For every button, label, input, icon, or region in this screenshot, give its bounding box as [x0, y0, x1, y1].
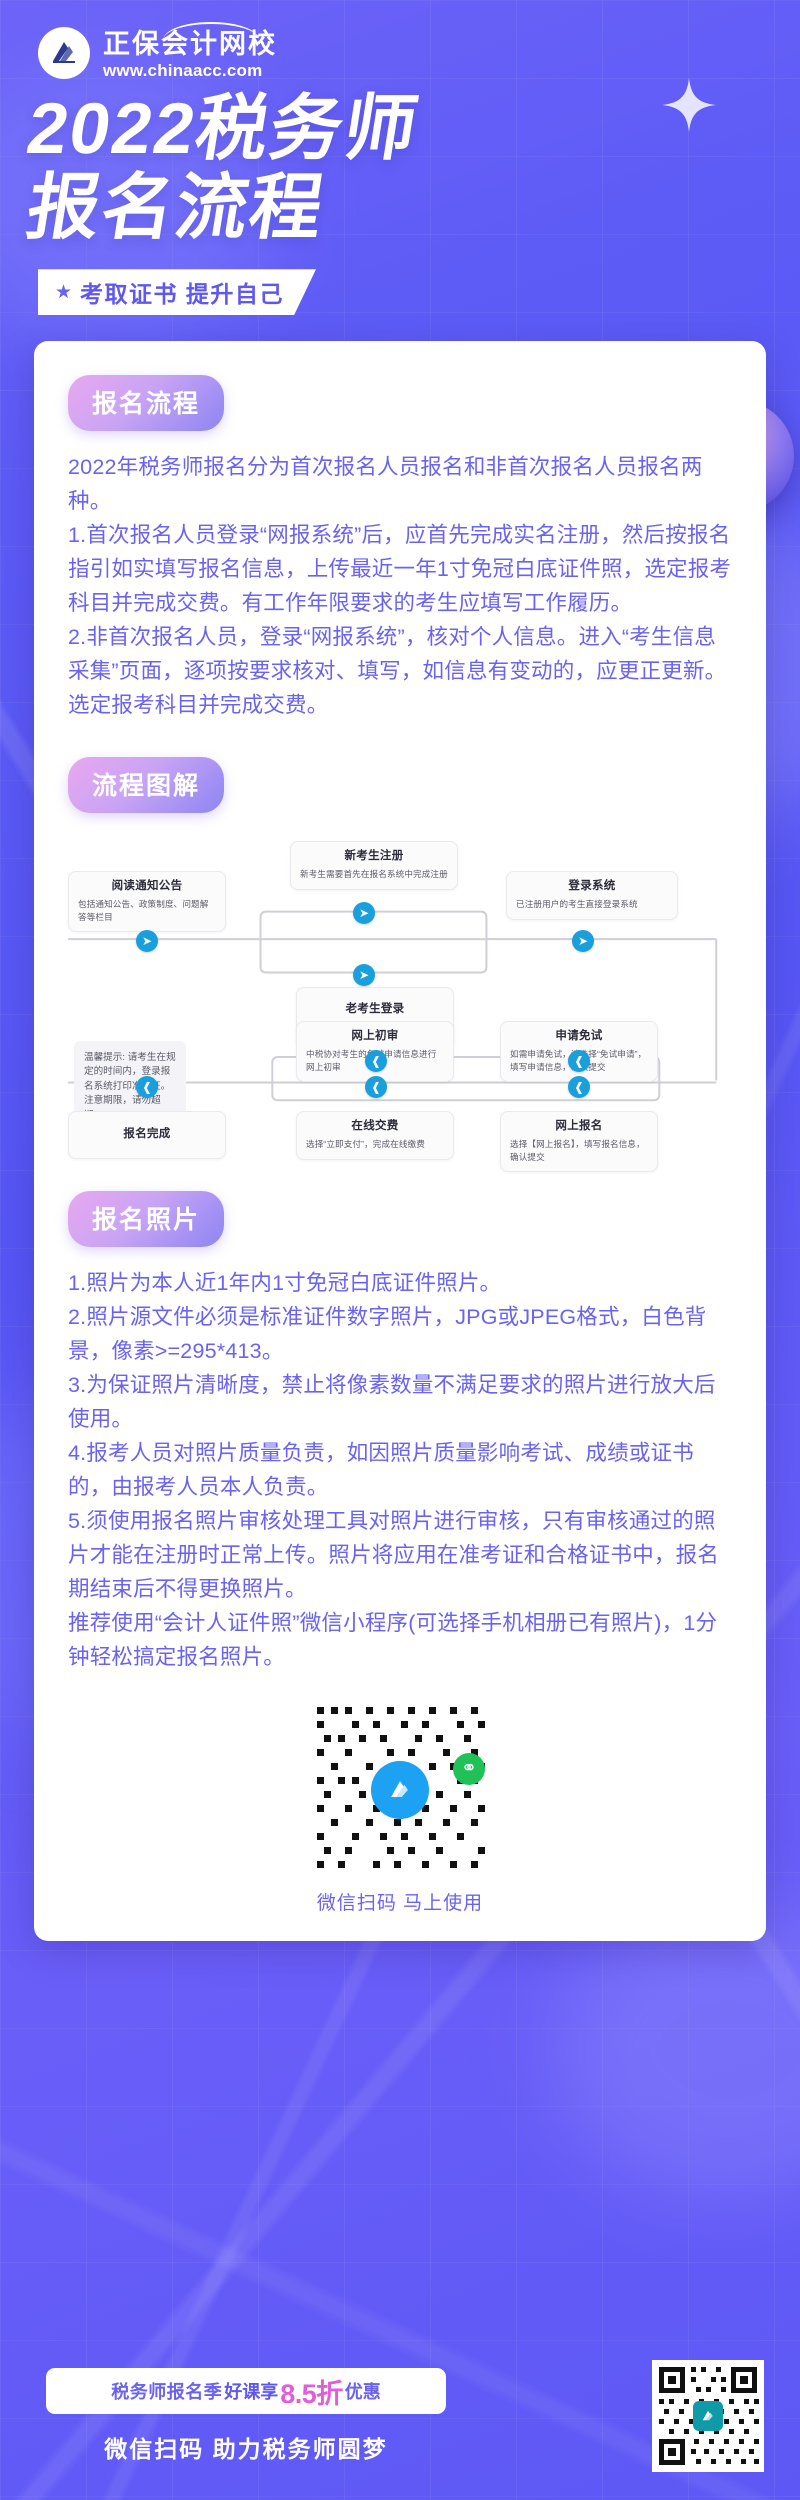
arrow-left-icon: ❰: [136, 1075, 158, 1098]
flow-node-desc: 新考生需要首先在报名系统中完成注册: [300, 869, 448, 880]
flow-node-title: 报名完成: [123, 1128, 171, 1141]
brand-logo-row: 正保会计网校 www.chinaacc.com: [0, 26, 800, 79]
process-paragraph: 1.首次报名人员登录“网报系统”后，应首先完成实名注册，然后按报名指引如实填写报…: [68, 523, 732, 616]
wechat-qr-code-icon[interactable]: [652, 2360, 764, 2472]
mini-program-qr-block: ⚭ 微信扫码 马上使用: [68, 1701, 732, 1915]
flow-node-title: 阅读通知公告: [111, 879, 183, 892]
section-heading-flowchart: 流程图解: [68, 756, 225, 813]
flow-node-desc: 已注册用户的考生直接登录系统: [516, 899, 638, 910]
promo-suffix: 优惠: [344, 2382, 381, 2402]
promo-banner[interactable]: 税务师报名季 好课享 8.5折 优惠: [46, 2368, 446, 2414]
section-heading-photo: 报名照片: [68, 1190, 225, 1247]
qr-caption: 微信扫码 马上使用: [316, 1892, 484, 1914]
brand-url: www.chinaacc.com: [103, 61, 263, 80]
photo-rule: 2.照片源文件必须是标准证件数字照片，JPG或JPEG格式，白色背景，像素>=2…: [68, 1304, 707, 1363]
flow-node-new-register: 新考生注册 新考生需要首先在报名系统中完成注册: [290, 840, 458, 890]
arrow-left-icon: ❰: [365, 1075, 387, 1098]
spacer: [68, 723, 732, 757]
promo-discount: 8.5折: [280, 2378, 343, 2409]
photo-rule: 3.为保证照片清晰度，禁止将像素数量不满足要求的照片进行放大后使用。: [68, 1372, 716, 1431]
arrow-right-icon: ➤: [353, 901, 375, 924]
arrow-right-icon: ➤: [353, 963, 375, 986]
flow-node-title: 网上初审: [351, 1029, 399, 1042]
arrow-right-icon: ➤: [572, 929, 594, 952]
footer-subtitle: 微信扫码 助力税务师圆梦: [104, 2436, 388, 2462]
process-paragraph: 2.非首次报名人员，登录“网报系统”，核对个人信息。进入“考生信息采集”页面，逐…: [68, 625, 727, 717]
tagline-ribbon: ★ 考取证书 提升自己: [38, 269, 316, 315]
star-icon: ★: [55, 281, 73, 303]
flow-node-title: 新考生注册: [344, 849, 404, 862]
poster-footer: 税务师报名季 好课享 8.5折 优惠 微信扫码 助力税务师圆梦: [0, 2332, 800, 2500]
flow-node-title: 在线交费: [351, 1119, 399, 1132]
photo-rule: 5.须使用报名照片审核处理工具对照片进行审核，只有审核通过的照片才能在注册时正常…: [68, 1508, 720, 1601]
chinaacc-logo-icon: [693, 2401, 723, 2431]
tagline-text: 考取证书 提升自己: [80, 281, 284, 308]
photo-rule: 1.照片为本人近1年内1寸免冠白底证件照片。: [68, 1270, 502, 1295]
photo-rule: 4.报考人员对照片质量负责，如因照片质量影响考试、成绩或证书的，由报考人员本人负…: [68, 1440, 694, 1499]
flow-node-title: 网上报名: [555, 1119, 603, 1132]
flow-node-title: 申请免试: [555, 1029, 603, 1042]
flow-node-title: 老考生登录: [345, 1002, 405, 1015]
flow-node-signup-done: 报名完成: [68, 1110, 226, 1159]
photo-body: 1.照片为本人近1年内1寸免冠白底证件照片。 2.照片源文件必须是标准证件数字照…: [68, 1267, 732, 1675]
registration-flowchart: 阅读通知公告 包括通知公告、政策制度、问题解答等栏目 新考生注册 新考生需要首先…: [68, 835, 732, 1172]
arrow-left-icon: ❰: [568, 1075, 590, 1098]
title-line-2: 报名流程: [21, 168, 331, 249]
photo-recommendation: 推荐使用“会计人证件照”微信小程序(可选择手机相册已有照片)，1分钟轻松搞定报名…: [68, 1610, 718, 1669]
chinaacc-logo-icon: [38, 26, 90, 79]
flow-node-online-pay: 在线交费 选择“立即支付”，完成在线缴费: [296, 1110, 454, 1160]
flow-node-read-notice: 阅读通知公告 包括通知公告、政策制度、问题解答等栏目: [68, 870, 226, 932]
flow-node-desc: 包括通知公告、政策制度、问题解答等栏目: [78, 899, 209, 922]
tip-title: 温馨提示:: [84, 1051, 126, 1063]
process-body: 2022年税务师报名分为首次报名人员报名和非首次报名人员报名两种。 1.首次报名…: [68, 451, 732, 723]
brand-name: 正保会计网校: [103, 26, 277, 58]
flow-node-title: 登录系统: [568, 879, 616, 892]
poster-title: 2022税务师 报名流程: [0, 89, 800, 249]
flow-node-online-signup: 网上报名 选择【网上报名】，填写报名信息，确认提交: [500, 1110, 658, 1172]
sparkle-icon: [662, 78, 716, 132]
footer-left-column: 税务师报名季 好课享 8.5折 优惠 微信扫码 助力税务师圆梦: [46, 2368, 632, 2464]
section-heading-process: 报名流程: [68, 375, 225, 432]
flow-node-login-system: 登录系统 已注册用户的考生直接登录系统: [506, 870, 678, 920]
arrow-left-icon: ❰: [568, 1049, 590, 1072]
flow-node-desc: 选择【网上报名】，填写报名信息，确认提交: [510, 1139, 645, 1162]
title-line-1: 2022税务师: [21, 89, 425, 169]
qr-center-logo-icon: [371, 1760, 429, 1819]
content-card: 报名流程 2022年税务师报名分为首次报名人员报名和非首次报名人员报名两种。 1…: [34, 341, 766, 1941]
promo-prefix: 税务师报名季: [111, 2382, 223, 2402]
wechat-qr-code-icon[interactable]: ⚭: [311, 1701, 489, 1879]
arrow-left-icon: ❰: [365, 1049, 387, 1072]
process-paragraph: 2022年税务师报名分为首次报名人员报名和非首次报名人员报名两种。: [68, 455, 703, 514]
poster-header: 正保会计网校 www.chinaacc.com 2022税务师 报名流程 ★ 考…: [0, 0, 800, 512]
arrow-right-icon: ➤: [136, 929, 158, 952]
promo-mid: 好课享: [224, 2382, 279, 2402]
wechat-mini-program-icon: ⚭: [453, 1752, 485, 1785]
flow-node-desc: 选择“立即支付”，完成在线缴费: [306, 1139, 425, 1150]
